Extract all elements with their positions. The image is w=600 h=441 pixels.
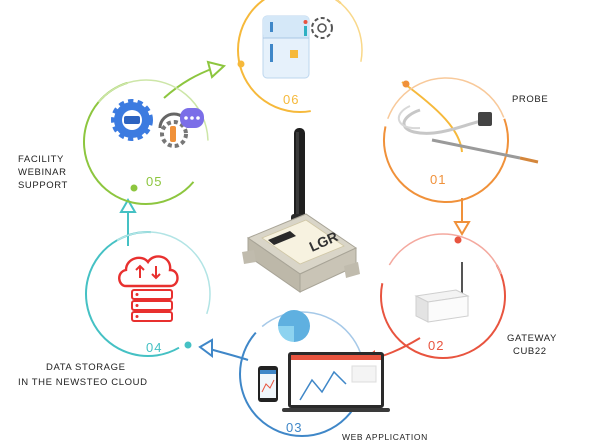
arrow-03-to-04-head xyxy=(198,338,213,358)
arrow-04-to-05-head xyxy=(119,198,137,213)
center-logger-device: LGR xyxy=(242,128,360,293)
step-05-label: FACILITY WEBINAR SUPPORT xyxy=(18,154,70,191)
arrow-05-to-06-head xyxy=(206,60,227,79)
fridge-settings-icon xyxy=(262,15,333,79)
step-label-line: GATEWAY xyxy=(507,333,557,344)
step-01-number: 01 xyxy=(430,172,446,187)
step-04-number: 04 xyxy=(146,340,162,355)
step-01-label: PROBE xyxy=(512,94,548,105)
step-02-number: 02 xyxy=(428,338,444,353)
step-label-line: IN THE NEWSTEO CLOUD xyxy=(18,377,148,388)
step-06-number: 06 xyxy=(283,92,299,107)
step-02-circle xyxy=(380,233,506,359)
step-label-line: WEB APPLICATION xyxy=(342,432,428,441)
step-04-label: DATA STORAGE IN THE NEWSTEO CLOUD xyxy=(18,362,148,388)
step-03-label: WEB APPLICATION xyxy=(342,432,428,441)
step-01-circle xyxy=(383,77,509,203)
step-06-circle xyxy=(237,0,363,113)
step-label-line: SUPPORT xyxy=(18,180,68,191)
step-05-circle xyxy=(83,79,209,205)
step-05-number: 05 xyxy=(146,174,162,189)
step-02-label: GATEWAY CUB22 xyxy=(507,333,560,357)
arrow-01-to-02-head xyxy=(453,221,471,236)
web-dashboard-devices-icon xyxy=(258,310,390,412)
step-label-line: FACILITY xyxy=(18,154,64,165)
cloud-server-icon xyxy=(118,255,179,322)
arrow-05-to-06 xyxy=(163,67,215,99)
step-03-number: 03 xyxy=(286,420,302,435)
step-label-line: WEBINAR xyxy=(18,167,67,178)
step-label-line: PROBE xyxy=(512,94,548,105)
gear-support-icon xyxy=(111,99,204,148)
temperature-probe-icon xyxy=(397,105,539,164)
gateway-box-icon xyxy=(414,262,470,323)
step-label-line: DATA STORAGE xyxy=(46,362,126,373)
step-label-line: CUB22 xyxy=(513,346,547,357)
step-04-circle xyxy=(85,231,211,357)
